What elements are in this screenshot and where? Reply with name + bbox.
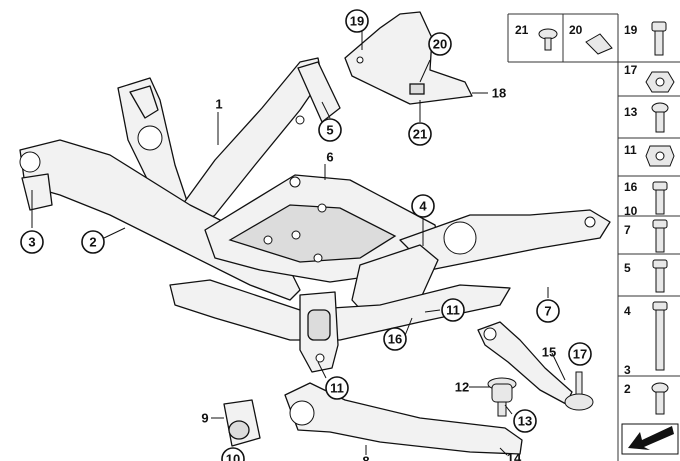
push-clip-icon [538, 28, 558, 51]
svg-text:2: 2 [89, 235, 96, 250]
panel-label-21: 21 [515, 23, 529, 37]
screw-16-icon [652, 181, 668, 215]
callout-16: 16 [383, 327, 407, 351]
callout-5: 5 [318, 118, 342, 142]
callout-3: 3 [20, 230, 44, 254]
collar-nut-11-icon [645, 145, 675, 167]
ball-joint-12 [487, 377, 517, 417]
callout-19: 19 [345, 9, 369, 33]
label-8: 8 [362, 454, 369, 461]
label-15: 15 [542, 345, 556, 360]
callout-11-upper: 11 [441, 298, 465, 322]
hardware-panel-right: 17 13 11 16 10 7 5 4 3 2 [618, 61, 680, 415]
spring-nut-icon [585, 33, 613, 55]
rubber-mount-9 [223, 399, 261, 447]
panel-label-4: 4 [624, 304, 631, 318]
label-9: 9 [201, 411, 208, 426]
svg-text:20: 20 [433, 37, 447, 52]
svg-text:17: 17 [573, 347, 587, 362]
label-12: 12 [455, 380, 469, 395]
callout-17: 17 [568, 342, 592, 366]
svg-text:4: 4 [419, 199, 427, 214]
panel-label-3: 3 [624, 363, 631, 377]
leader-lines [31, 30, 566, 456]
label-6: 6 [326, 150, 333, 165]
panel-label-11: 11 [624, 143, 637, 157]
svg-text:19: 19 [350, 14, 364, 29]
callout-11-lower: 11 [325, 376, 349, 400]
screw-19-icon [651, 21, 667, 56]
panel-label-5: 5 [624, 261, 631, 275]
svg-text:3: 3 [28, 235, 35, 250]
screw-5-icon [652, 259, 668, 293]
panel-label-13: 13 [624, 105, 638, 119]
callout-20: 20 [428, 32, 452, 56]
panel-label-16: 16 [624, 180, 638, 194]
callout-13: 13 [513, 409, 537, 433]
screw-7-icon [652, 219, 668, 253]
svg-text:11: 11 [446, 303, 460, 318]
panel-label-7: 7 [624, 223, 631, 237]
callout-21: 21 [408, 122, 432, 146]
hardware-panel-top: 21 20 19 [507, 13, 667, 461]
svg-text:16: 16 [388, 332, 402, 347]
svg-text:10: 10 [226, 452, 240, 461]
svg-text:13: 13 [518, 414, 532, 429]
callout-7: 7 [536, 299, 560, 323]
screw-13-icon [651, 102, 669, 133]
screw-2-icon [651, 382, 669, 415]
callout-10: 10 [221, 447, 245, 461]
panel-label-2: 2 [624, 382, 631, 396]
svg-text:5: 5 [326, 123, 333, 138]
label-18: 18 [492, 86, 506, 101]
label-14: 14 [507, 451, 522, 461]
svg-text:7: 7 [544, 304, 551, 319]
panel-label-10: 10 [624, 204, 638, 218]
panel-label-20: 20 [569, 23, 583, 37]
long-bolt-4-icon [652, 301, 668, 371]
direction-arrow-icon [621, 423, 679, 455]
svg-text:21: 21 [413, 127, 427, 142]
heat-shield [344, 11, 473, 105]
svg-text:11: 11 [330, 381, 344, 396]
self-locking-nut-17-icon [645, 71, 675, 93]
axle-carrier [19, 57, 611, 373]
panel-label-17: 17 [624, 63, 638, 77]
tie-rod-end [564, 371, 594, 411]
label-1: 1 [215, 97, 222, 112]
callout-2: 2 [81, 230, 105, 254]
callout-4: 4 [411, 194, 435, 218]
panel-label-19: 19 [624, 23, 638, 37]
wishbone-8 [284, 382, 523, 455]
